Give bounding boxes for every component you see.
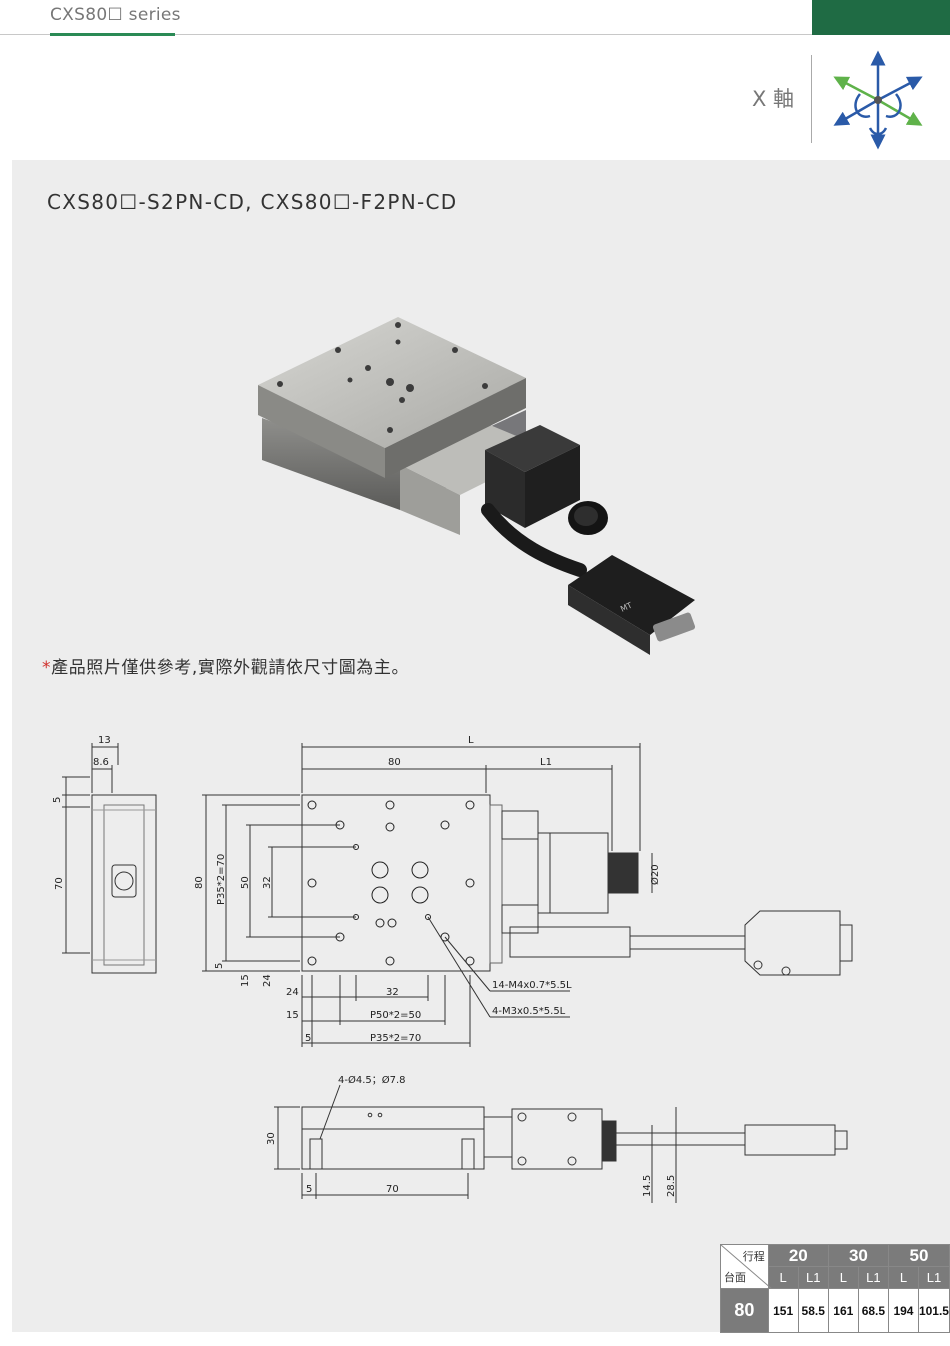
- dim-side-13: 13: [98, 735, 111, 746]
- dim-side-8-6: 8.6: [93, 757, 109, 768]
- dim-bottom-p35: P35*2=70: [370, 1033, 421, 1044]
- dim-front-70: 70: [386, 1184, 399, 1195]
- stroke-header-50: 50: [888, 1244, 950, 1267]
- col-L1: L1: [797, 1266, 829, 1289]
- dim-knob-dia: Ø20: [649, 864, 661, 885]
- dim-front-30: 30: [266, 1132, 277, 1145]
- dim-front-hole: 4-Ø4.5；Ø7.8: [338, 1074, 406, 1086]
- corner-label-stroke: 行程: [742, 1251, 765, 1263]
- photo-note-text: 產品照片僅供參考,實際外觀請依尺寸圖為主。: [51, 658, 410, 678]
- dim-left-15: 15: [240, 974, 251, 987]
- dim-left-50: 50: [240, 876, 251, 889]
- table-cell: 161: [827, 1288, 859, 1333]
- corner-label-table: 台面: [724, 1272, 746, 1284]
- dim-front-14-5: 14.5: [642, 1175, 653, 1197]
- dim-left-32: 32: [262, 876, 273, 889]
- dim-bottom-32: 32: [386, 987, 399, 998]
- table-cell: 151: [767, 1288, 799, 1333]
- content-panel: [12, 160, 950, 1332]
- series-title: CXS80☐ series: [50, 5, 181, 25]
- table-cell: 194: [888, 1288, 919, 1333]
- header-rule: [0, 34, 812, 35]
- col-L: L: [888, 1266, 919, 1289]
- photo-note: *產品照片僅供參考,實際外觀請依尺寸圖為主。: [42, 653, 409, 678]
- xyz-axis-icon: [833, 50, 923, 150]
- technical-drawing: 13 8.6 5 70 L 80 L1 Ø20 80 P35*2=70 50 3…: [52, 735, 853, 1203]
- table-cell: 58.5: [797, 1288, 829, 1333]
- dim-left-p35: P35*2=70: [216, 854, 227, 905]
- col-L1: L1: [857, 1266, 890, 1289]
- dim-side-5: 5: [52, 797, 63, 803]
- dim-top-L: L: [468, 735, 474, 746]
- dim-bottom-15: 15: [286, 1010, 299, 1021]
- dim-bottom-24: 24: [286, 987, 299, 998]
- dim-left-5: 5: [214, 963, 225, 969]
- corner-diagonal: [721, 1245, 772, 1289]
- dim-bottom-p50: P50*2=50: [370, 1010, 421, 1021]
- note-star: *: [42, 658, 52, 678]
- dim-left-80: 80: [194, 876, 205, 889]
- series-underline: [50, 33, 175, 36]
- model-title: CXS80☐-S2PN-CD, CXS80☐-F2PN-CD: [47, 190, 458, 214]
- dim-bottom-5: 5: [305, 1033, 311, 1044]
- dim-side-70: 70: [54, 877, 65, 890]
- table-row: 80 151 58.5 161 68.5 194 101.5: [720, 1288, 950, 1333]
- dim-front-28-5: 28.5: [666, 1175, 677, 1197]
- callout-m4: 14-M4x0.7*5.5L: [492, 980, 572, 991]
- stroke-header-30: 30: [827, 1244, 890, 1267]
- dim-front-5: 5: [306, 1184, 312, 1195]
- dim-top-80: 80: [388, 757, 401, 768]
- table-size: 80: [720, 1288, 769, 1333]
- col-L1: L1: [917, 1266, 950, 1289]
- stroke-header-20: 20: [767, 1244, 829, 1267]
- dim-left-24: 24: [262, 974, 273, 987]
- callout-m3: 4-M3x0.5*5.5L: [492, 1006, 566, 1017]
- axis-divider: [811, 55, 812, 143]
- col-L: L: [827, 1266, 859, 1289]
- dim-top-L1: L1: [540, 757, 552, 768]
- spec-table: 行程 台面 20 30 50 L L1 L L1 L L1 80 151 58.…: [720, 1244, 950, 1333]
- spec-table-corner: 行程 台面: [720, 1244, 772, 1289]
- col-L: L: [767, 1266, 799, 1289]
- axis-label: X 軸: [752, 87, 795, 111]
- product-photo: MT: [258, 317, 696, 655]
- table-cell: 101.5: [917, 1288, 950, 1333]
- header-accent-tab: [812, 0, 950, 35]
- table-cell: 68.5: [857, 1288, 890, 1333]
